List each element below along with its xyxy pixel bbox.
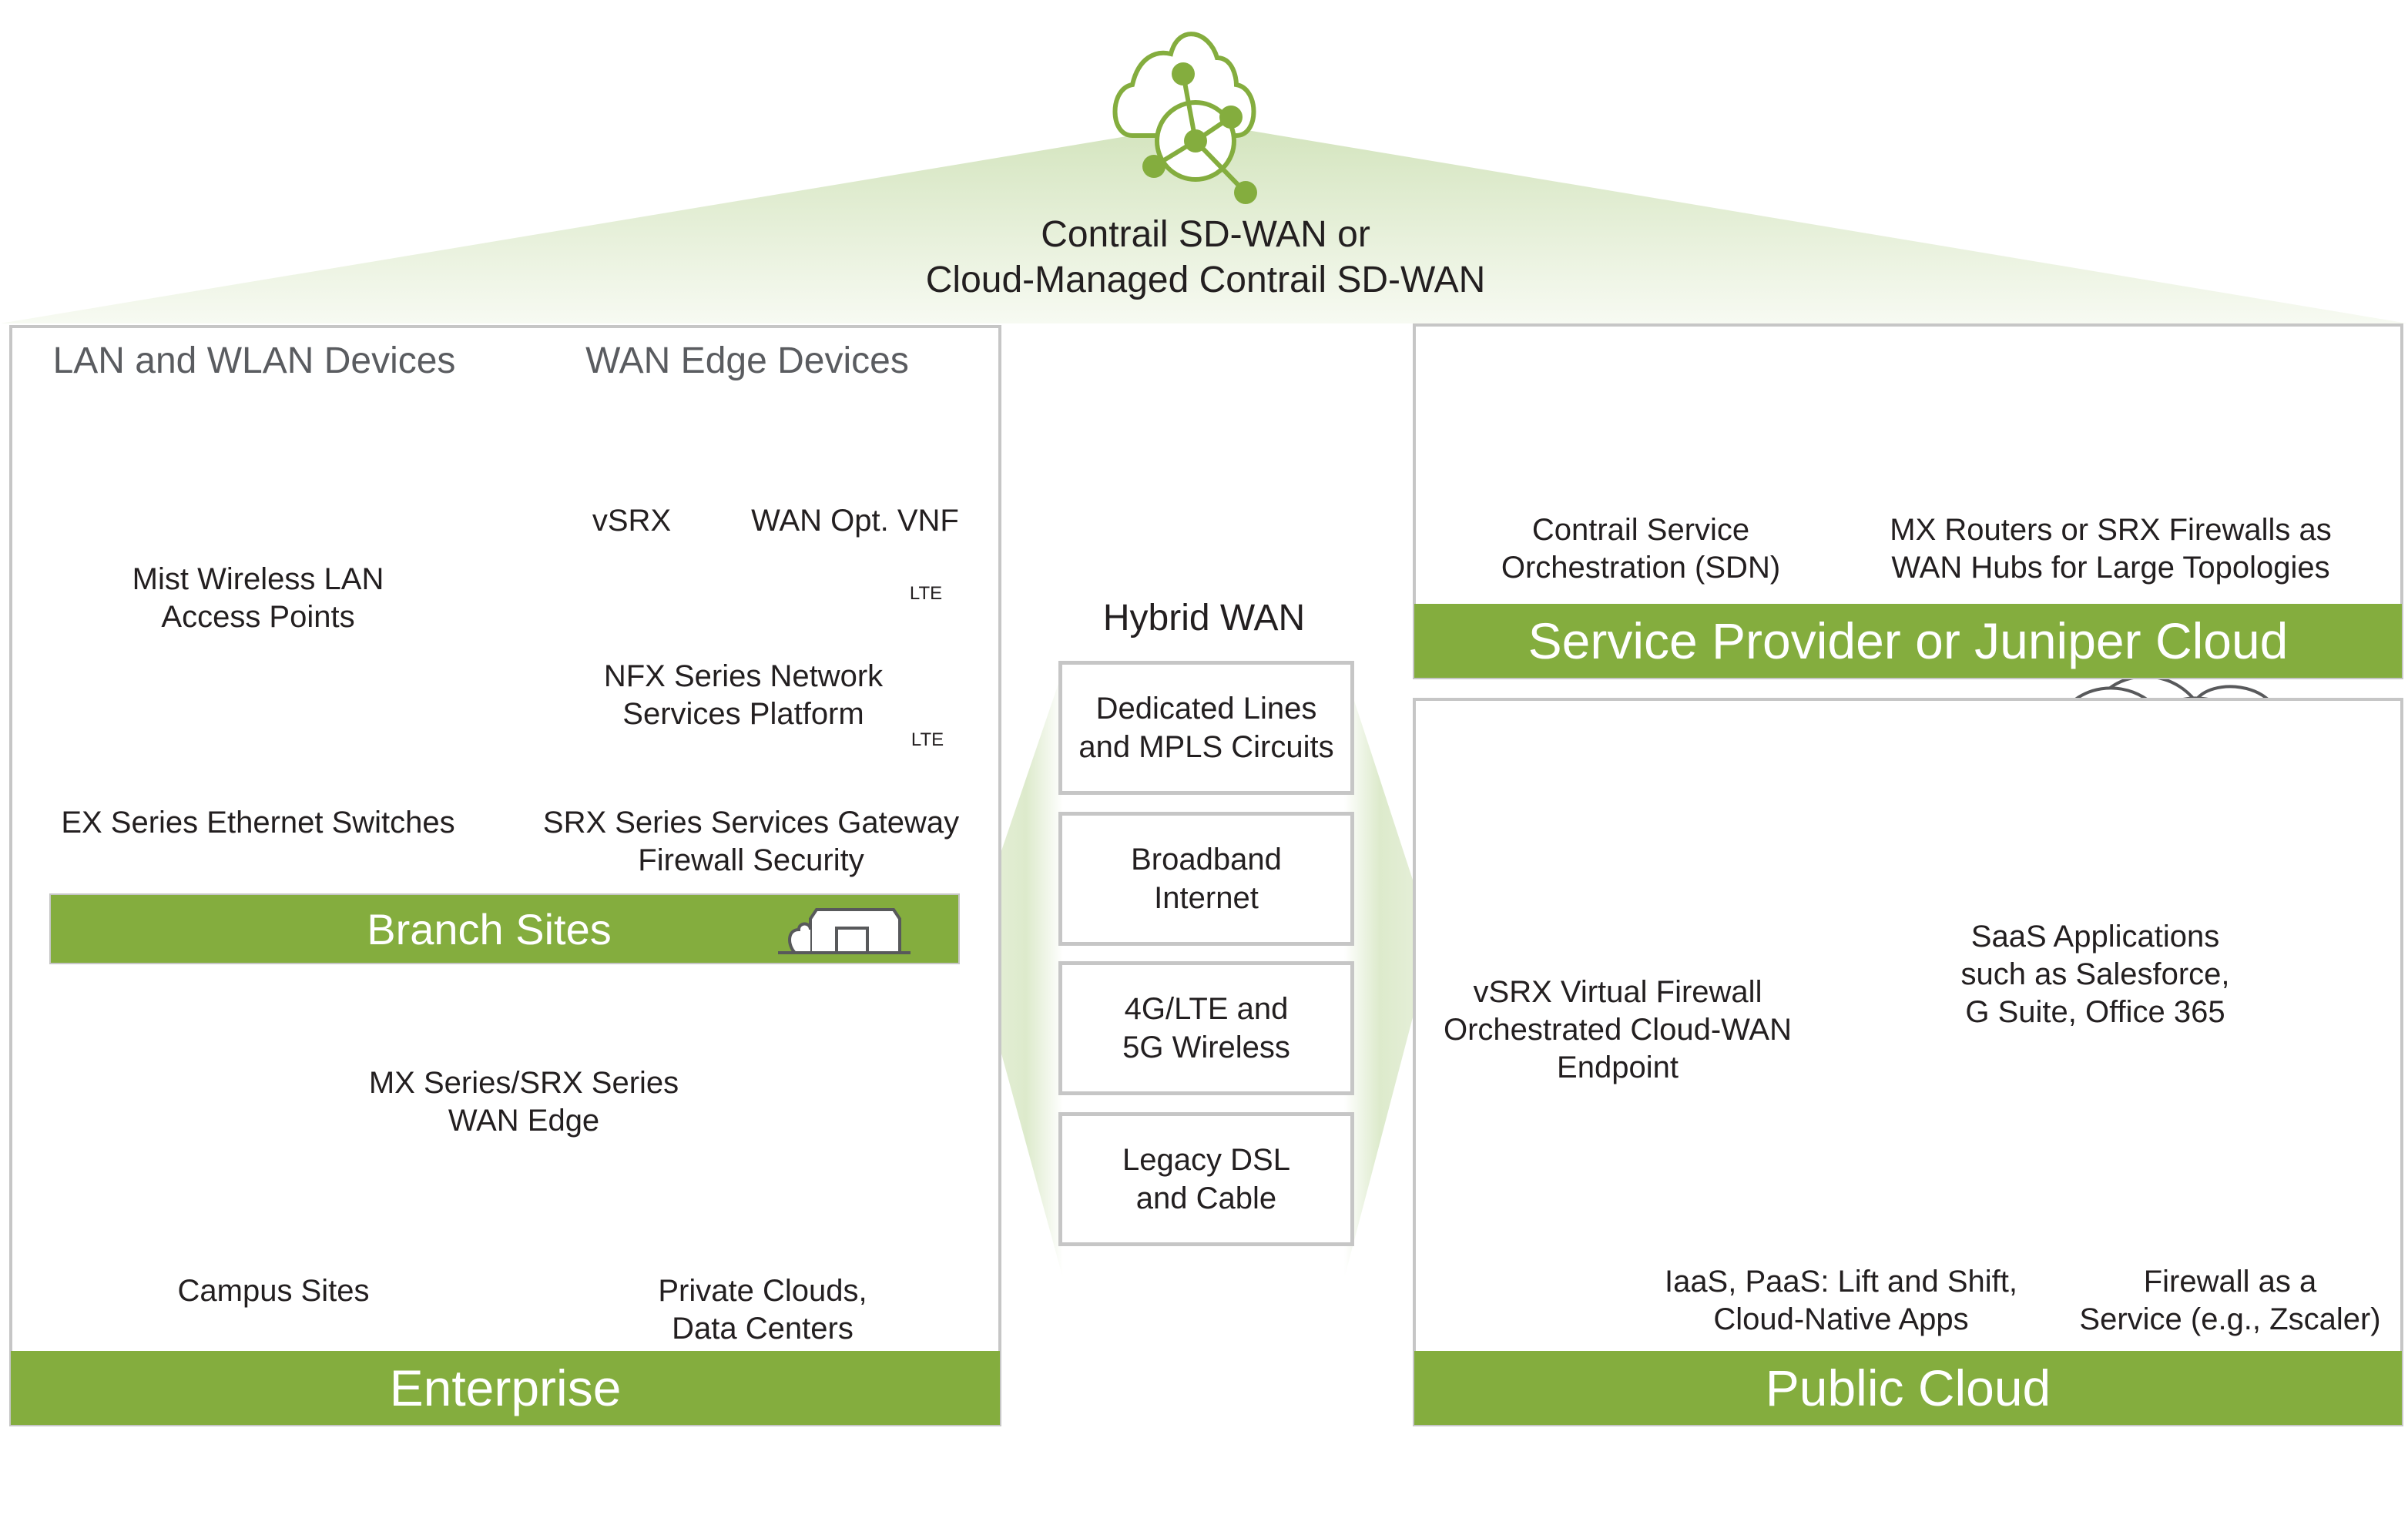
lan-wlan-header: LAN and WLAN Devices bbox=[52, 340, 456, 381]
wan-link-dsl-cable: Legacy DSL and Cable bbox=[1058, 1112, 1354, 1246]
lte-label-nfx: LTE bbox=[909, 583, 943, 604]
public-cloud-label: Public Cloud bbox=[1765, 1359, 2051, 1416]
cso-label: Contrail Service Orchestration (SDN) bbox=[1501, 513, 1781, 585]
enterprise-bar: Enterprise bbox=[11, 1351, 1000, 1425]
lte-label-srx: LTE bbox=[911, 729, 944, 750]
wan-link-label: Broadband Internet bbox=[1131, 843, 1282, 915]
mx-srx-edge-label: MX Series/SRX Series WAN Edge bbox=[368, 1066, 679, 1138]
campus-sites-label: Campus Sites bbox=[177, 1274, 370, 1308]
wan-hubs-label: MX Routers or SRX Firewalls as WAN Hubs … bbox=[1890, 513, 2332, 585]
wan-link-label: 4G/LTE and 5G Wireless bbox=[1122, 992, 1290, 1064]
vsrx-label: vSRX bbox=[592, 504, 672, 538]
wan-link-broadband: Broadband Internet bbox=[1058, 812, 1354, 946]
hybrid-wan-title: Hybrid WAN bbox=[1102, 598, 1306, 638]
saas-label: SaaS Applications such as Salesforce, G … bbox=[1960, 920, 2230, 1029]
branch-sites-label: Branch Sites bbox=[367, 904, 612, 954]
wan-edge-header: WAN Edge Devices bbox=[585, 340, 909, 381]
wan-link-label: Legacy DSL and Cable bbox=[1122, 1143, 1290, 1215]
fwaas-label: Firewall as a Service (e.g., Zscaler) bbox=[2079, 1265, 2381, 1336]
roof-gradient bbox=[0, 123, 2408, 323]
private-clouds-label: Private Clouds, Data Centers bbox=[658, 1274, 867, 1346]
wan-link-label: Dedicated Lines and MPLS Circuits bbox=[1078, 692, 1334, 764]
public-cloud-bar: Public Cloud bbox=[1414, 1351, 2402, 1425]
wan-opt-label: WAN Opt. VNF bbox=[751, 504, 959, 538]
public-cloud-panel bbox=[1413, 698, 2403, 1426]
enterprise-label: Enterprise bbox=[389, 1359, 622, 1416]
branch-store-icon bbox=[778, 908, 911, 954]
iaas-label: IaaS, PaaS: Lift and Shift, Cloud-Native… bbox=[1664, 1265, 2018, 1336]
ex-switches-label: EX Series Ethernet Switches bbox=[61, 806, 455, 840]
mist-ap-label: Mist Wireless LAN Access Points bbox=[132, 562, 384, 634]
vsrx-endpoint-label: vSRX Virtual Firewall Orchestrated Cloud… bbox=[1444, 975, 1792, 1084]
nfx-label: NFX Series Network Services Platform bbox=[603, 659, 884, 731]
hybrid-wan-backdrop bbox=[971, 670, 1433, 1279]
service-provider-bar: Service Provider or Juniper Cloud bbox=[1414, 604, 2402, 678]
cloud-network-icon bbox=[1112, 32, 1257, 204]
service-provider-label: Service Provider or Juniper Cloud bbox=[1528, 612, 2289, 669]
sdwan-controller-title: Contrail SD-WAN or Cloud-Managed Contrai… bbox=[925, 214, 1486, 300]
wan-link-mpls: Dedicated Lines and MPLS Circuits bbox=[1058, 661, 1354, 795]
wan-link-cellular: 4G/LTE and 5G Wireless bbox=[1058, 961, 1354, 1095]
enterprise-panel bbox=[9, 325, 1001, 1426]
srx-label: SRX Series Services Gateway Firewall Sec… bbox=[542, 806, 960, 877]
